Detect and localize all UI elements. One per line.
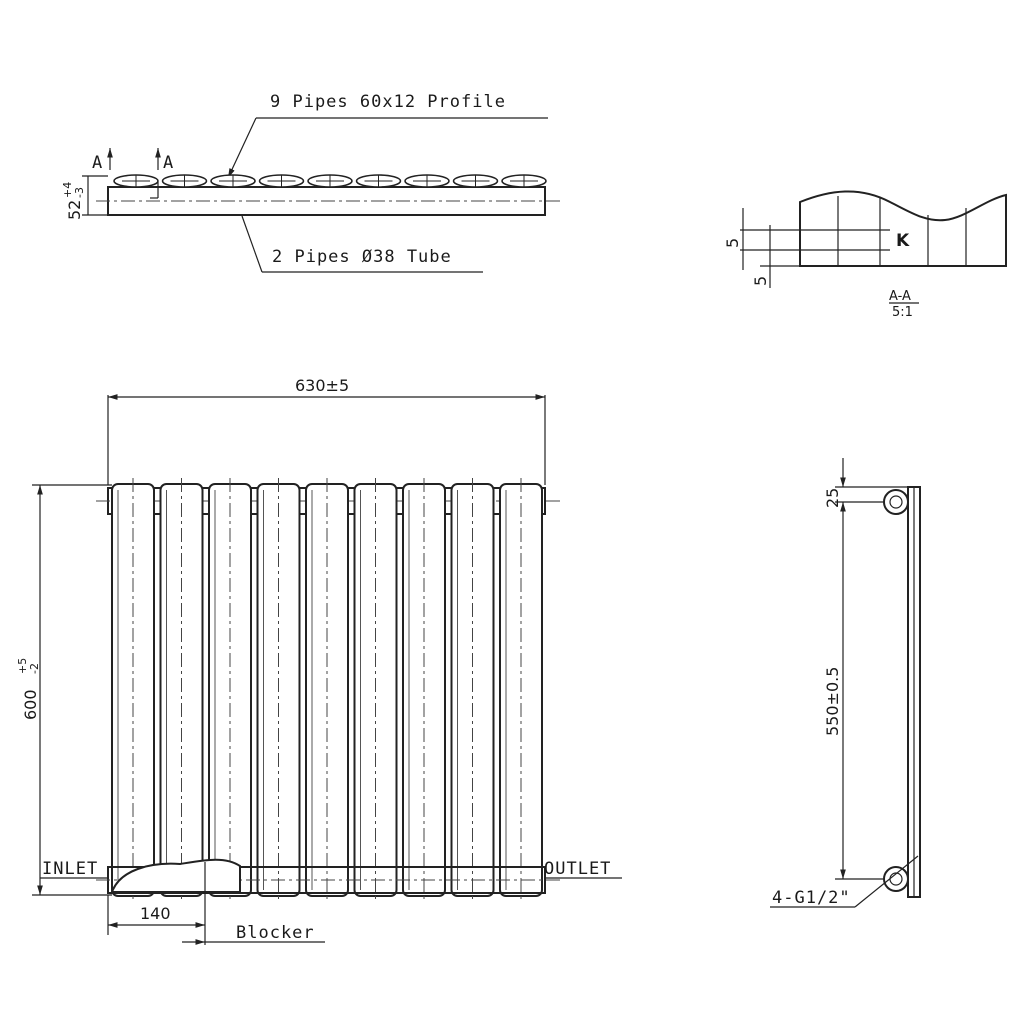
section-dim-upper: 5 (723, 238, 742, 248)
connection-label: 4-G1/2" (772, 888, 851, 908)
profile-label: 9 Pipes 60x12 Profile (270, 92, 506, 112)
top-offset-dim: 25 (823, 488, 842, 508)
section-scale: 5:1 (892, 305, 913, 320)
vertical-pipe (256, 478, 301, 902)
top-connection-inner (889, 495, 903, 509)
depth-dim: 52 (65, 200, 84, 220)
bottom-connection-outer (883, 866, 909, 892)
top-connection-outer (883, 489, 909, 515)
vertical-pipes (111, 478, 543, 902)
profile-pipes-row (113, 174, 547, 188)
vertical-pipe (499, 478, 543, 902)
width-dim: 630±5 (295, 376, 349, 395)
section-mark-right: A (163, 153, 174, 173)
blocker-cutaway (110, 858, 241, 893)
side-view: 25 550±0.5 4-G1/2" (770, 458, 921, 908)
depth-tol-upper: +4 (61, 182, 74, 198)
depth-tol-lower: -3 (73, 187, 86, 198)
blocker-label: Blocker (236, 923, 315, 943)
vertical-pipe (450, 478, 495, 902)
section-dim-lower: 5 (751, 276, 770, 286)
profile-pipe (355, 174, 402, 188)
vertical-pipe (402, 478, 446, 902)
profile-pipe (501, 174, 547, 188)
height-dim: 600 (21, 689, 40, 720)
centers-dim: 550±0.5 (823, 667, 842, 736)
profile-pipe (404, 174, 450, 188)
bottom-connection-inner (889, 872, 903, 886)
front-view: 630±5 600 +5 -2 INLET OUTLET 140 Blocker (16, 376, 622, 945)
section-mark-left: A (92, 153, 103, 173)
top-view: 9 Pipes 60x12 Profile A A 52 +4 -3 2 Pip… (61, 92, 560, 273)
outlet-label: OUTLET (544, 859, 611, 879)
vertical-pipe (111, 478, 155, 902)
height-tol-upper: +5 (16, 658, 29, 674)
profile-pipe (210, 174, 256, 188)
section-detail-a-a: 5 5 K A-A 5:1 (723, 190, 1007, 320)
tube-label: 2 Pipes Ø38 Tube (272, 247, 452, 267)
vertical-pipe (305, 478, 349, 902)
profile-pipe (452, 174, 499, 188)
section-title: A-A (889, 289, 911, 304)
profile-pipe (161, 174, 208, 188)
section-marker: K (896, 231, 910, 251)
profile-pipe (113, 174, 159, 188)
height-tol-lower: -2 (28, 663, 41, 674)
inlet-label: INLET (42, 859, 98, 879)
profile-pipe (258, 174, 305, 188)
vertical-pipe (159, 478, 204, 902)
vertical-pipe (353, 478, 398, 902)
profile-pipe (307, 174, 353, 188)
vertical-pipe (208, 478, 252, 902)
offset-dim: 140 (140, 904, 171, 923)
